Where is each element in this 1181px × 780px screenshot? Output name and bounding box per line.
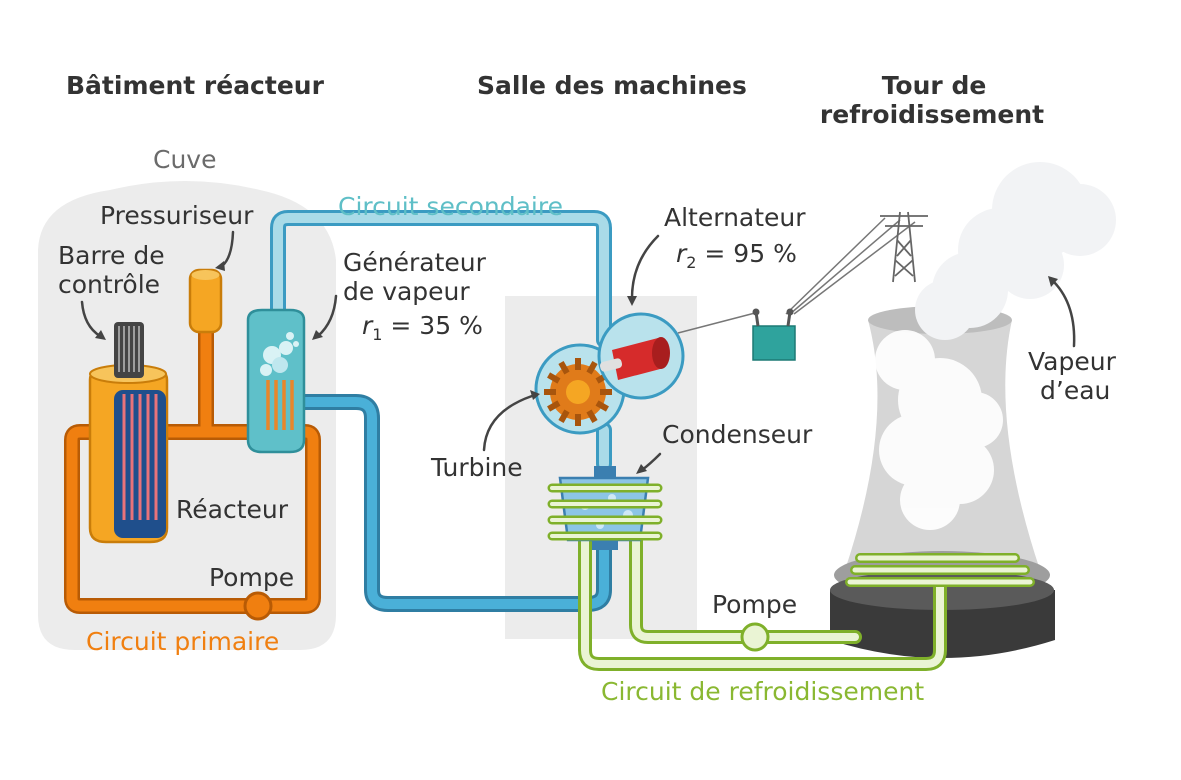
label-condenseur: Condenseur — [662, 420, 813, 449]
alternator-icon — [597, 312, 685, 400]
header-cooling-tower-line1: Tour de — [882, 71, 987, 100]
label-reacteur: Réacteur — [176, 495, 289, 524]
label-barre-line1: Barre de — [58, 241, 165, 270]
label-generateur-line2: de vapeur — [343, 277, 470, 306]
header-reactor-building: Bâtiment réacteur — [66, 71, 325, 100]
label-circuit-secondaire: Circuit secondaire — [338, 192, 563, 221]
label-generateur-line1: Générateur — [343, 248, 487, 277]
header-cooling-tower-line2: refroidissement — [820, 100, 1044, 129]
label-pompe-cooling: Pompe — [712, 590, 797, 619]
transformer-icon — [752, 308, 796, 361]
power-line — [677, 217, 916, 334]
label-vapeur-line1: Vapeur — [1028, 347, 1117, 376]
cooling-circuit — [578, 533, 1035, 671]
label-circuit-primaire: Circuit primaire — [86, 627, 279, 656]
reactor-vessel-icon — [88, 364, 169, 544]
pylon-icon — [880, 211, 928, 283]
label-alternateur: Alternateur — [664, 203, 806, 232]
steam-generator-icon — [246, 308, 306, 454]
label-vapeur-line2: d’eau — [1040, 376, 1110, 405]
control-rod-icon — [114, 322, 144, 378]
label-circuit-refroidissement: Circuit de refroidissement — [601, 677, 924, 706]
pointer-arrows — [80, 230, 1076, 474]
primary-circuit — [64, 322, 321, 614]
label-r2: r2 = 95 % — [676, 239, 797, 272]
label-turbine: Turbine — [430, 453, 523, 482]
primary-pump-icon — [243, 591, 273, 621]
cooling-pump-icon — [740, 622, 770, 652]
label-pompe-primary: Pompe — [209, 563, 294, 592]
header-machine-room: Salle des machines — [477, 71, 747, 100]
label-pressuriseur: Pressuriseur — [100, 201, 254, 230]
label-cuve: Cuve — [153, 145, 216, 174]
secondary-circuit — [270, 210, 612, 612]
label-barre-line2: contrôle — [58, 270, 160, 299]
label-r1: r1 = 35 % — [362, 311, 483, 344]
condenser-icon — [547, 466, 663, 550]
pressurizer-icon — [188, 268, 223, 334]
